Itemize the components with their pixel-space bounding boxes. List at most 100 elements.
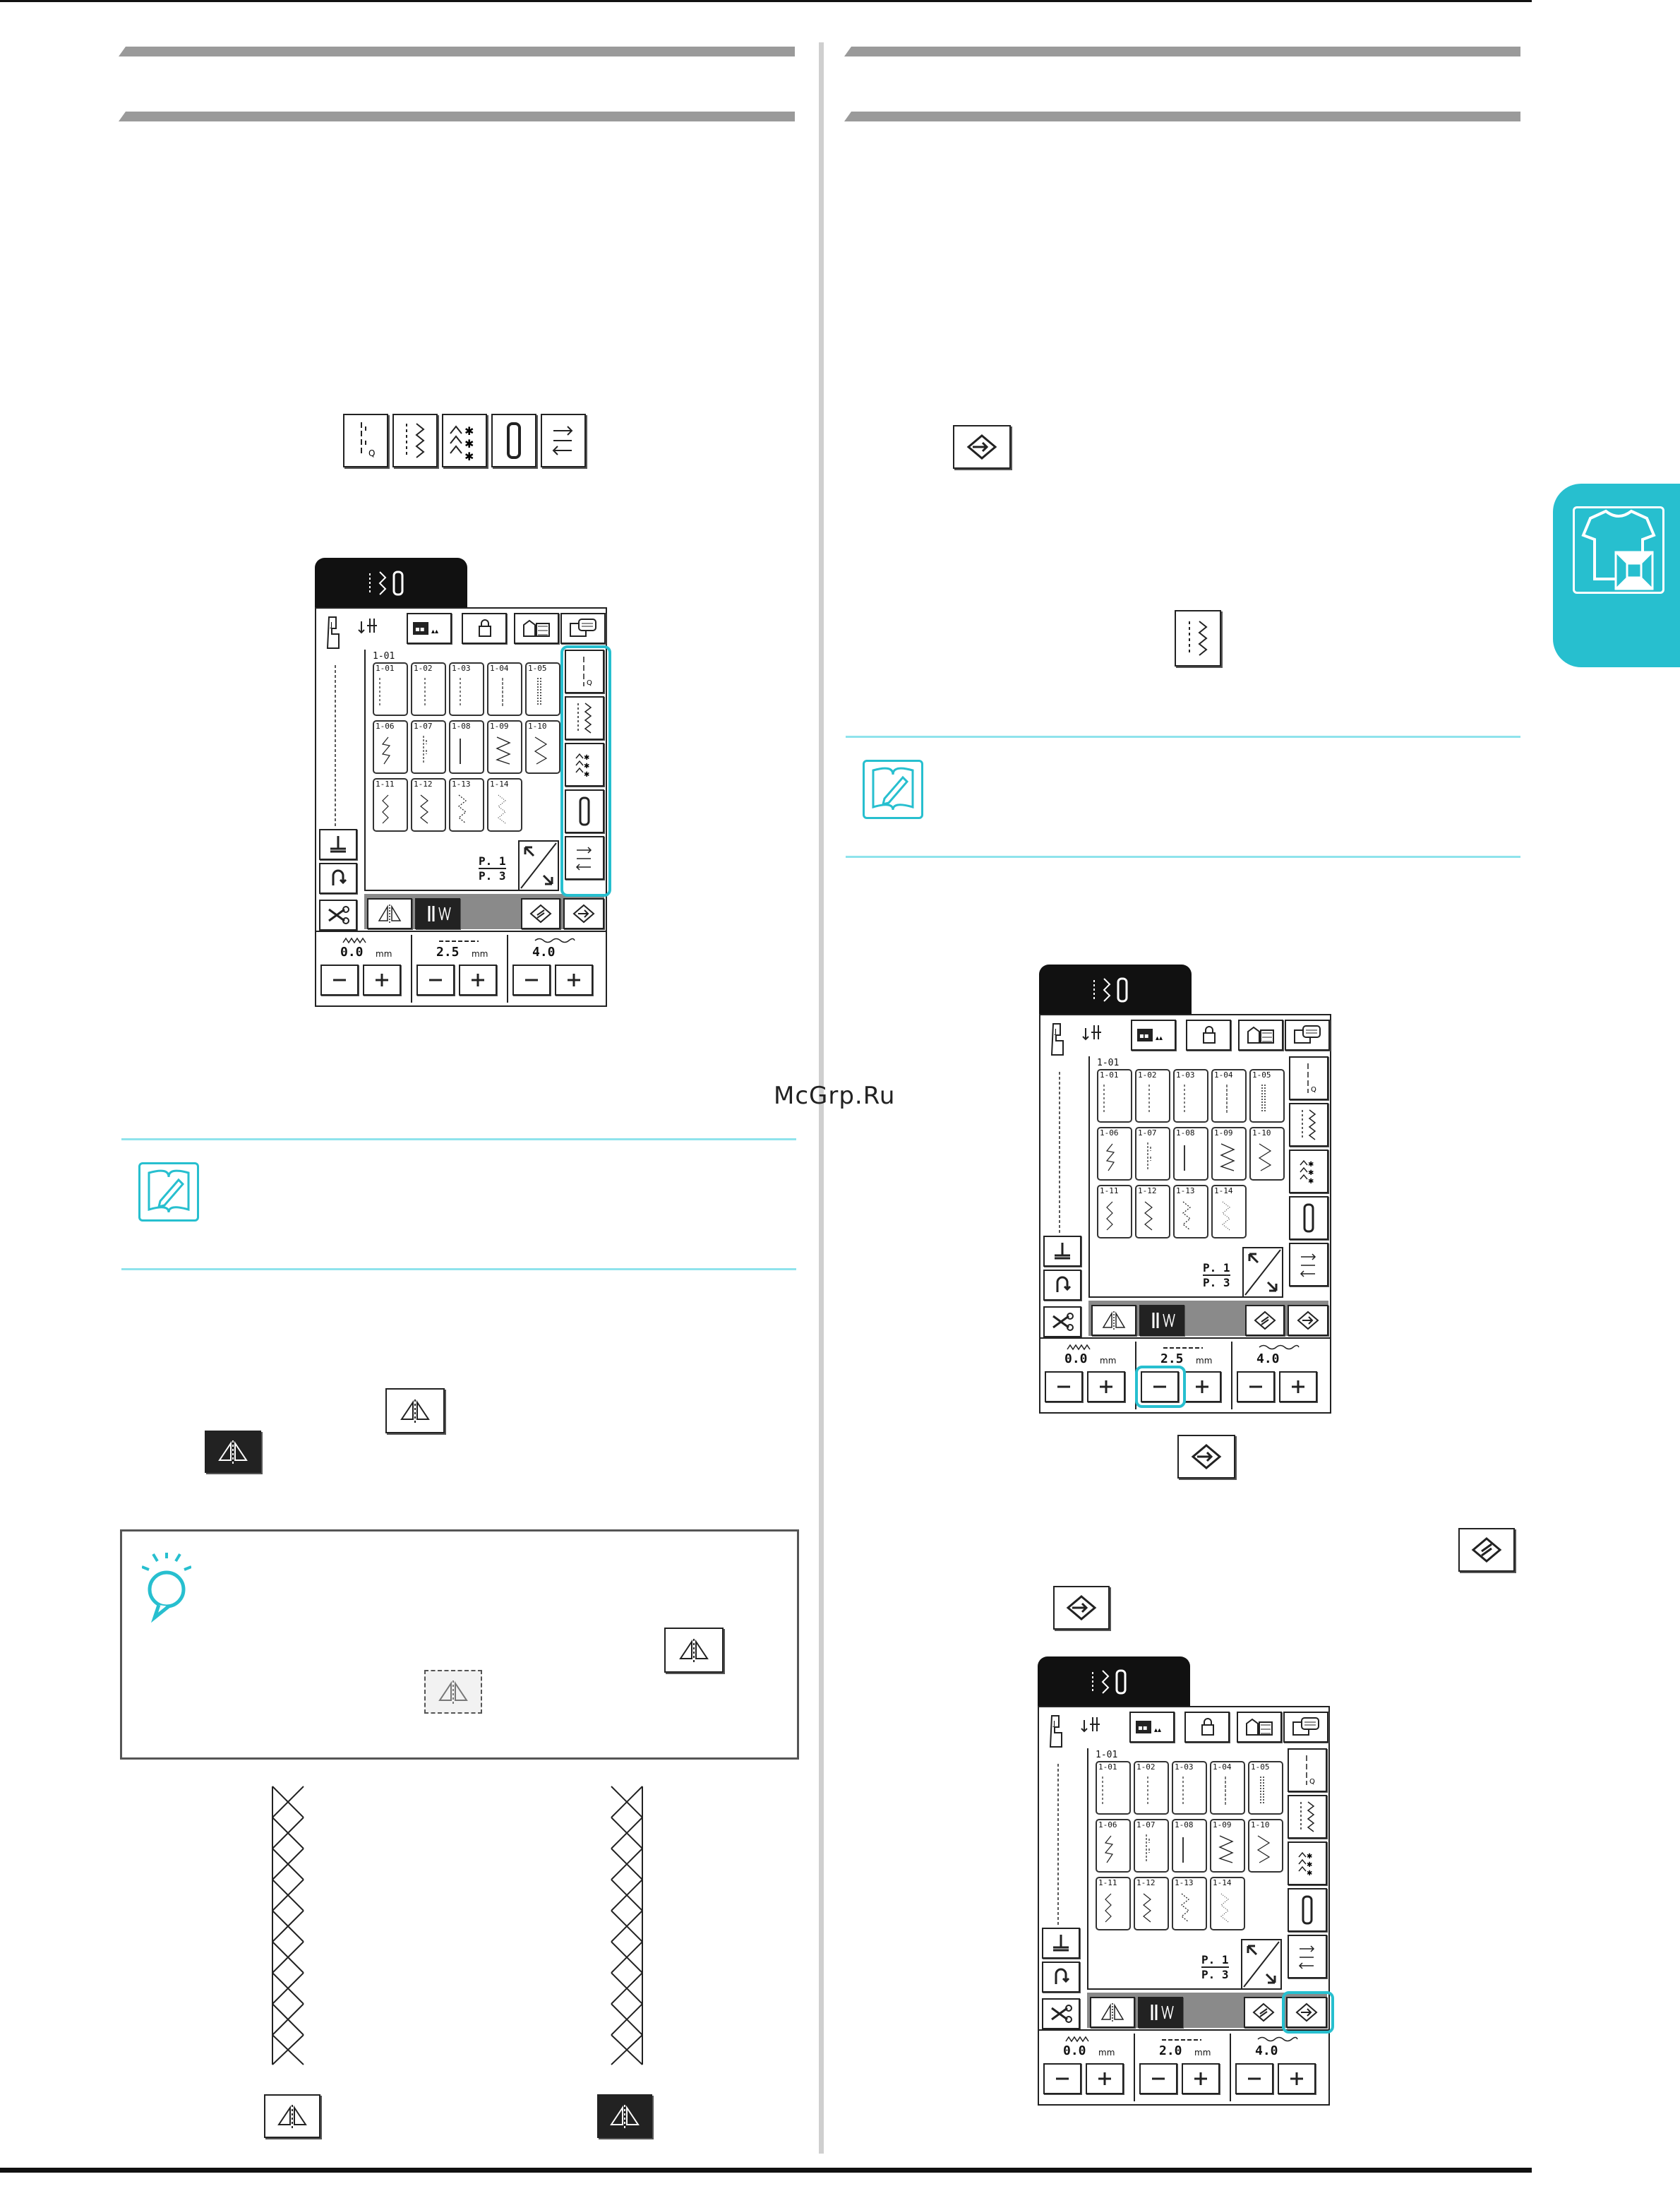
pattern-cell[interactable]: 1-08: [1172, 1819, 1207, 1873]
utility-stitch-key[interactable]: [514, 613, 559, 644]
tension-minus-key[interactable]: [1235, 2063, 1273, 2094]
category-zigzag-key[interactable]: [565, 696, 604, 740]
utility-stitch-key[interactable]: [1238, 1020, 1283, 1051]
pattern-cell[interactable]: 1-05: [1248, 1761, 1283, 1815]
length-minus-key[interactable]: [416, 965, 455, 996]
category-buttonhole-key[interactable]: [565, 789, 604, 833]
pattern-cell[interactable]: 1-02: [411, 662, 446, 716]
pattern-cell[interactable]: 1-08: [1173, 1127, 1208, 1181]
pattern-cell[interactable]: 1-01: [373, 662, 408, 716]
pattern-cell[interactable]: 1-10: [1248, 1819, 1283, 1873]
stitch-size-key[interactable]: ▪▪▴▴: [1131, 1020, 1176, 1051]
lock-key[interactable]: [1184, 1712, 1230, 1743]
pattern-cell[interactable]: 1-01: [1096, 1761, 1131, 1815]
length-plus-key[interactable]: [1182, 2063, 1220, 2094]
twin-needle-key[interactable]: [1139, 1305, 1184, 1336]
pattern-cell[interactable]: 1-02: [1135, 1069, 1170, 1123]
pattern-cell[interactable]: 1-11: [1097, 1185, 1132, 1238]
memory-key[interactable]: [1244, 1997, 1283, 2028]
width-plus-key[interactable]: [363, 965, 401, 996]
pattern-cell[interactable]: 1-06: [1097, 1127, 1132, 1181]
help-key[interactable]: [1283, 1712, 1328, 1743]
pattern-cell[interactable]: 1-01: [1097, 1069, 1132, 1123]
category-buttonhole-key[interactable]: [1288, 1888, 1327, 1932]
pattern-cell[interactable]: 1-10: [525, 720, 560, 774]
category-zigzag-key[interactable]: [1288, 1795, 1327, 1839]
pattern-cell[interactable]: 1-04: [1210, 1761, 1245, 1815]
pattern-cell[interactable]: 1-12: [1135, 1185, 1170, 1238]
mirror-image-key[interactable]: [1090, 1997, 1135, 2028]
help-key[interactable]: [1285, 1020, 1330, 1051]
pattern-cell[interactable]: 1-14: [1210, 1877, 1245, 1930]
reverse-key[interactable]: [1043, 1270, 1081, 1301]
pattern-cell[interactable]: 1-07: [411, 720, 446, 774]
lock-key[interactable]: [462, 613, 507, 644]
pattern-cell[interactable]: 1-10: [1249, 1127, 1285, 1181]
stitch-size-key[interactable]: ▪▪▴▴: [1129, 1712, 1175, 1743]
pattern-cell[interactable]: 1-07: [1135, 1127, 1170, 1181]
tension-minus-key[interactable]: [512, 965, 551, 996]
pattern-cell[interactable]: 1-09: [1211, 1127, 1247, 1181]
twin-needle-key[interactable]: [415, 898, 460, 929]
page-scroll-arrows[interactable]: [1242, 1247, 1283, 1298]
pattern-cell[interactable]: 1-12: [1134, 1877, 1169, 1930]
length-plus-key[interactable]: [459, 965, 497, 996]
category-multidirection-key[interactable]: [1288, 1935, 1327, 1978]
pattern-cell[interactable]: 1-13: [1172, 1877, 1207, 1930]
thread-cutter-key[interactable]: [319, 900, 357, 931]
tension-plus-key[interactable]: [1278, 2063, 1316, 2094]
category-decorative-key[interactable]: ✱✱✱: [565, 743, 604, 787]
thread-cutter-key[interactable]: [1043, 1306, 1081, 1337]
length-minus-key[interactable]: [1141, 1371, 1179, 1402]
category-decorative-key[interactable]: ✱✱✱: [1289, 1150, 1328, 1193]
pattern-cell[interactable]: 1-13: [449, 778, 484, 832]
pattern-enter-key[interactable]: [563, 898, 604, 929]
pattern-cell[interactable]: 1-03: [1173, 1069, 1208, 1123]
pattern-cell[interactable]: 1-11: [1096, 1877, 1131, 1930]
category-straight-key[interactable]: Q: [1288, 1748, 1327, 1792]
pattern-cell[interactable]: 1-09: [487, 720, 522, 774]
width-minus-key[interactable]: [320, 965, 359, 996]
pattern-cell[interactable]: 1-06: [1096, 1819, 1131, 1873]
category-buttonhole-key[interactable]: [1289, 1196, 1328, 1240]
presser-foot-key[interactable]: [1042, 1928, 1080, 1959]
pattern-cell[interactable]: 1-12: [411, 778, 446, 832]
reverse-key[interactable]: [319, 863, 357, 894]
pattern-cell[interactable]: 1-11: [373, 778, 408, 832]
utility-stitch-key[interactable]: [1237, 1712, 1282, 1743]
pattern-cell[interactable]: 1-02: [1134, 1761, 1169, 1815]
stitch-size-key[interactable]: ▪▪▴▴: [407, 613, 452, 644]
presser-foot-key[interactable]: [1043, 1236, 1081, 1267]
pattern-enter-key[interactable]: [1288, 1305, 1328, 1336]
pattern-cell[interactable]: 1-05: [525, 662, 560, 716]
pattern-enter-key[interactable]: [1286, 1997, 1327, 2028]
reverse-key[interactable]: [1042, 1962, 1080, 1993]
mirror-image-key[interactable]: [367, 898, 412, 929]
lock-key[interactable]: [1186, 1020, 1231, 1051]
pattern-cell[interactable]: 1-13: [1173, 1185, 1208, 1238]
tension-minus-key[interactable]: [1237, 1371, 1275, 1402]
page-scroll-arrows[interactable]: [1241, 1939, 1282, 1990]
pattern-cell[interactable]: 1-09: [1210, 1819, 1245, 1873]
length-plus-key[interactable]: [1183, 1371, 1221, 1402]
tension-plus-key[interactable]: [555, 965, 593, 996]
width-minus-key[interactable]: [1043, 2063, 1081, 2094]
presser-foot-key[interactable]: [319, 829, 357, 860]
pattern-cell[interactable]: 1-07: [1134, 1819, 1169, 1873]
width-plus-key[interactable]: [1086, 2063, 1124, 2094]
length-minus-key[interactable]: [1139, 2063, 1177, 2094]
pattern-cell[interactable]: 1-14: [1211, 1185, 1247, 1238]
category-multidirection-key[interactable]: [565, 836, 604, 880]
memory-key[interactable]: [1245, 1305, 1285, 1336]
pattern-cell[interactable]: 1-08: [449, 720, 484, 774]
thread-cutter-key[interactable]: [1042, 1998, 1080, 2029]
pattern-cell[interactable]: 1-04: [487, 662, 522, 716]
twin-needle-key[interactable]: [1138, 1997, 1183, 2028]
pattern-cell[interactable]: 1-06: [373, 720, 408, 774]
pattern-cell[interactable]: 1-05: [1249, 1069, 1285, 1123]
category-zigzag-key[interactable]: [1289, 1103, 1328, 1147]
width-plus-key[interactable]: [1087, 1371, 1125, 1402]
pattern-cell[interactable]: 1-04: [1211, 1069, 1247, 1123]
category-straight-key[interactable]: Q: [565, 650, 604, 693]
category-decorative-key[interactable]: ✱✱✱: [1288, 1841, 1327, 1885]
